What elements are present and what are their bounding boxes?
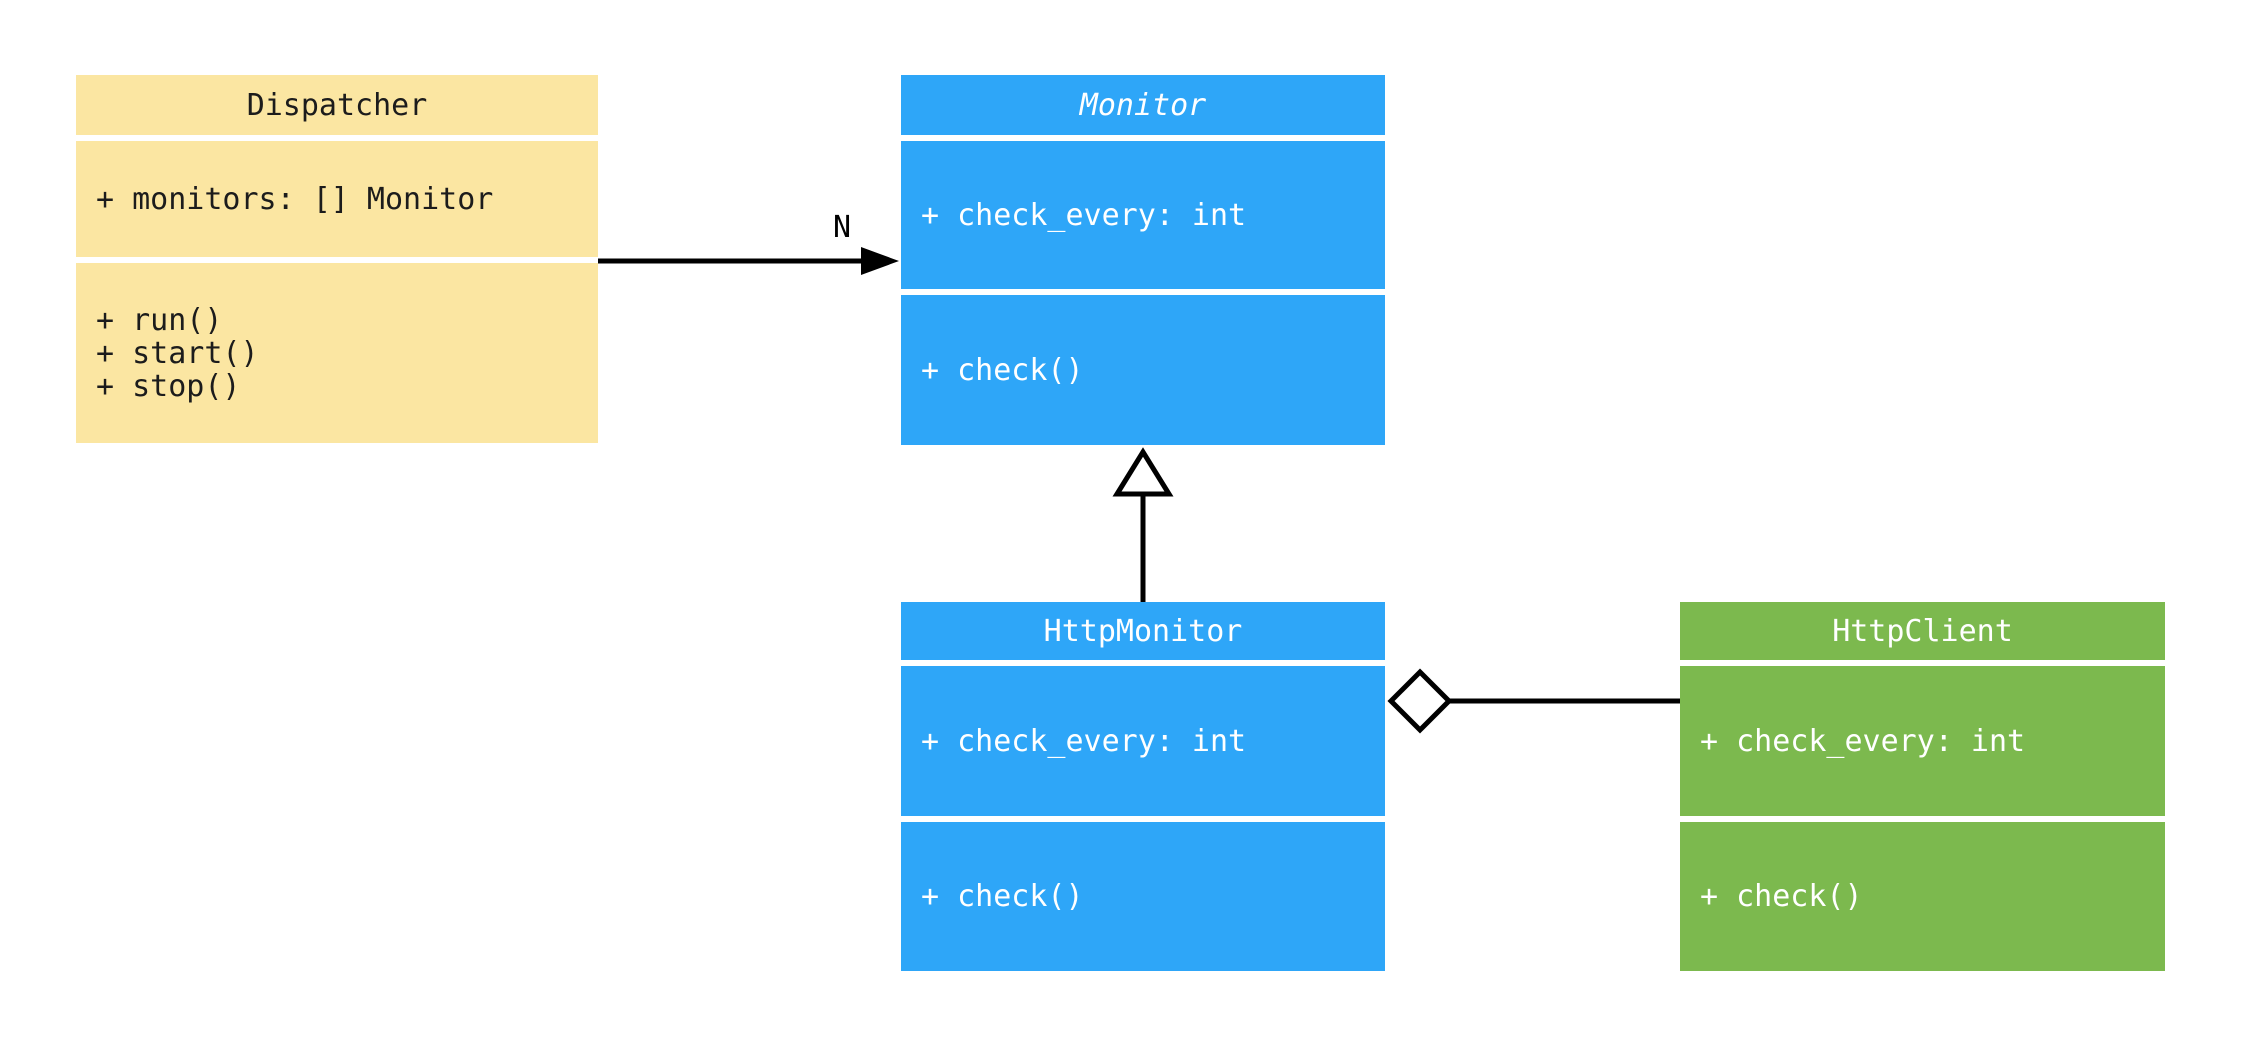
attribute-row: + check_every: int — [921, 723, 1247, 759]
class-http-client-methods: + check() — [1680, 822, 2165, 971]
class-monitor: Monitor + check_every: int + check() — [901, 75, 1385, 445]
class-http-client-title: HttpClient — [1680, 602, 2165, 660]
class-dispatcher-attributes: + monitors: [] Monitor — [76, 141, 598, 257]
class-dispatcher: Dispatcher + monitors: [] Monitor + run(… — [76, 75, 598, 443]
generalization-triangle-icon — [1112, 447, 1174, 497]
method-row: + stop() — [96, 368, 241, 404]
class-monitor-methods: + check() — [901, 295, 1385, 445]
aggregation-diamond-icon — [1387, 668, 1453, 734]
attribute-row: + monitors: [] Monitor — [96, 181, 494, 217]
class-dispatcher-methods: + run() + start() + stop() — [76, 263, 598, 443]
class-http-client: HttpClient + check_every: int + check() — [1680, 602, 2165, 971]
class-monitor-title: Monitor — [901, 75, 1385, 135]
class-monitor-attributes: + check_every: int — [901, 141, 1385, 289]
association-arrowhead-icon — [861, 247, 899, 275]
method-row: + check() — [921, 352, 1084, 388]
method-row: + check() — [1700, 879, 1863, 914]
method-row: + start() — [96, 335, 259, 371]
class-http-monitor-attributes: + check_every: int — [901, 666, 1385, 816]
association-multiplicity-label: N — [832, 210, 852, 245]
method-row: + run() — [96, 302, 223, 338]
method-row: + check() — [921, 879, 1084, 914]
class-http-monitor: HttpMonitor + check_every: int + check() — [901, 602, 1385, 971]
class-http-monitor-methods: + check() — [901, 822, 1385, 971]
class-http-client-attributes: + check_every: int — [1680, 666, 2165, 816]
attribute-row: + check_every: int — [921, 197, 1247, 233]
class-http-monitor-title: HttpMonitor — [901, 602, 1385, 660]
class-dispatcher-title: Dispatcher — [76, 75, 598, 135]
attribute-row: + check_every: int — [1700, 723, 2026, 759]
